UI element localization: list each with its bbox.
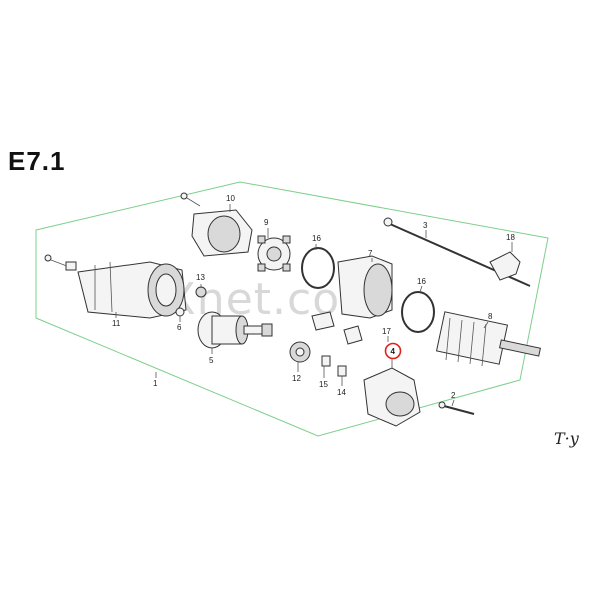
callout-7: 7	[368, 249, 373, 258]
callout-17: 17	[382, 327, 391, 336]
callout-2: 2	[451, 391, 456, 400]
signature: T·y	[554, 429, 580, 448]
callout-13: 13	[196, 273, 205, 282]
callout-6: 6	[177, 323, 182, 332]
callout-18: 18	[506, 233, 515, 242]
part-6-seal	[175, 307, 185, 317]
part-13-nut	[195, 286, 207, 298]
callout-11: 11	[112, 319, 121, 328]
part-10-cover	[180, 192, 253, 257]
part-14-brush	[337, 365, 347, 377]
callout-15: 15	[319, 380, 328, 389]
part-8-armature	[435, 311, 541, 367]
part-16-oring-left	[301, 247, 335, 289]
callout-4: 4	[391, 347, 396, 356]
callout-1: 1	[153, 379, 158, 388]
part-5-clutch	[197, 311, 273, 349]
callout-14: 14	[337, 388, 346, 397]
callout-12: 12	[292, 374, 301, 383]
part-11-housing	[44, 254, 187, 319]
part-2-bolt	[438, 401, 475, 415]
callout-10: 10	[226, 194, 235, 203]
part-18-bracket	[489, 251, 521, 281]
callout-16b: 16	[417, 277, 426, 286]
section-title: E7.1	[8, 146, 66, 176]
highlight-ring-4	[384, 342, 402, 360]
leader-lines	[115, 204, 513, 407]
part-9-brush-holder	[257, 235, 291, 272]
callout-16a: 16	[312, 234, 321, 243]
part-15-brush	[321, 355, 331, 367]
callout-9: 9	[264, 218, 269, 227]
part-12-gear	[289, 341, 311, 363]
callout-5: 5	[209, 356, 214, 365]
assembly-frame	[35, 181, 549, 437]
callout-3: 3	[423, 221, 428, 230]
callout-8: 8	[488, 312, 493, 321]
part-7-yoke	[311, 255, 393, 345]
part-4-end-cover	[363, 367, 421, 427]
part-16-oring-right	[401, 291, 435, 333]
